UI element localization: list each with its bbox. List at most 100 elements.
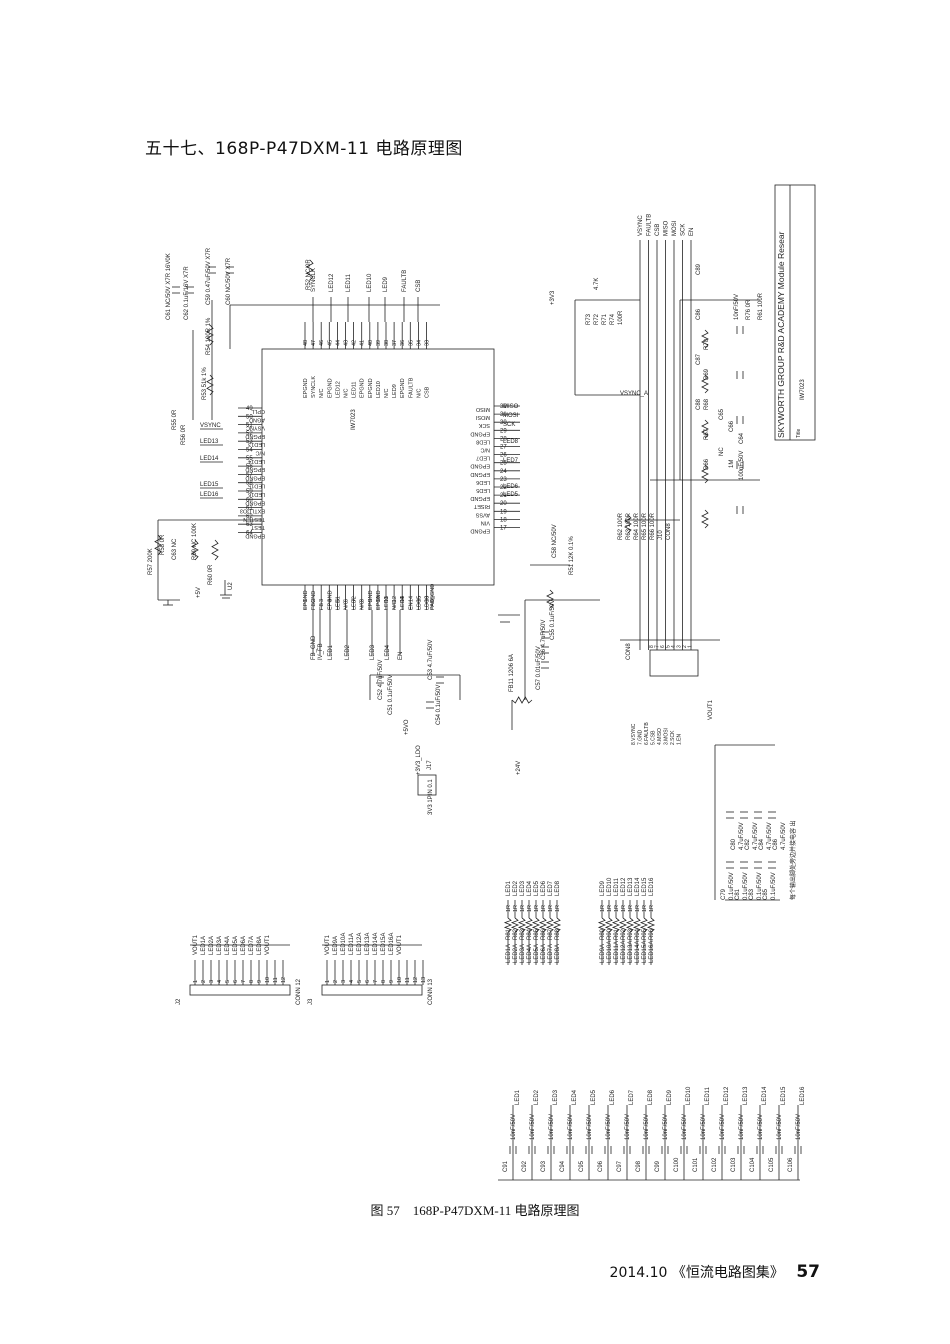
resistor-symbol <box>618 917 628 933</box>
capacitor-value: 4.7uF/50V <box>739 822 745 850</box>
part-label: C52 4.7uF/50V <box>378 660 384 700</box>
part-label: R74 <box>610 313 616 325</box>
resistor-value: 1R <box>548 905 554 912</box>
connector-pin: 9 <box>389 980 395 983</box>
ic-pin-name: N/C <box>481 447 491 453</box>
resistor-in-net: LED12A <box>621 941 627 963</box>
part-label: R71 <box>602 313 608 325</box>
net-label-top: LED12 <box>329 273 335 292</box>
part-label: C66 <box>729 420 735 432</box>
title-block-label: Title <box>796 429 802 438</box>
ic-pin-number: 62 <box>246 514 253 520</box>
connector-net: LED8A <box>257 936 263 955</box>
connector-net: LED14A <box>373 933 379 955</box>
ic-pin-number: 41 <box>360 340 366 346</box>
connector-pin: 6 <box>365 980 371 983</box>
ic-pin-number: 61 <box>246 506 253 512</box>
bus-label: SCK <box>681 224 687 236</box>
ic-pin-name: EPGND <box>303 590 309 610</box>
connector-j3 <box>321 984 423 996</box>
resistor-value: 1R <box>555 905 561 912</box>
capacitor-net: LED6 <box>610 1089 616 1105</box>
resistor-value: 1R <box>642 905 648 912</box>
resistor-value: 1R <box>649 905 655 912</box>
net-label-right: MISO <box>503 404 519 410</box>
ic-pin-number: 16 <box>425 596 431 602</box>
connector-pin: 8 <box>381 980 387 983</box>
resistor-in-net: LED11A <box>614 941 620 963</box>
part-label: R68 <box>704 398 710 410</box>
resistor-symbol <box>604 917 614 933</box>
capacitor-net: LED14 <box>762 1086 768 1105</box>
ic-pin-name: EPGND <box>245 433 265 439</box>
ic-pin-number: 40 <box>368 340 374 346</box>
resistor-symbol <box>531 917 541 933</box>
capacitor-ref: C103 <box>731 1157 737 1172</box>
capacitor-net: LED10 <box>686 1086 692 1105</box>
capacitor-ref: C96 <box>598 1160 604 1172</box>
part-label: +24V <box>516 761 522 775</box>
connector-pin: 1 <box>193 980 199 983</box>
ic-pin-number: 33 <box>425 340 431 346</box>
part-label: J17 <box>427 760 433 770</box>
part-label: C88 <box>696 398 702 410</box>
capacitor-ref: C102 <box>712 1157 718 1172</box>
part-label: R54 100R 1% <box>206 317 212 355</box>
capacitor-value: 0.1uF/50V <box>729 872 735 900</box>
net-label-top: LED10 <box>367 273 373 292</box>
capacitor-ref: C101 <box>693 1157 699 1172</box>
ic-pin-name: LDO3 <box>425 596 431 610</box>
capacitor-ref: C92 <box>522 1160 528 1172</box>
resistor-in-net: LED3A <box>520 944 526 963</box>
title-block <box>774 184 816 441</box>
resistor-ref: R94 <box>635 928 641 940</box>
ic-pin-number: 64 <box>246 531 253 537</box>
ic-pin-name: LED10 <box>376 381 382 398</box>
resistor-out-net: LED7 <box>548 880 554 896</box>
capacitor-ref: C98 <box>636 1160 642 1172</box>
ic-pin-name: MISO <box>475 406 490 412</box>
connector-note: 3.MOSI <box>664 728 670 745</box>
part-label: C58 NC/50V <box>552 524 558 558</box>
ic-pin-number: 38 <box>384 340 390 346</box>
connector-ref: J2 <box>176 998 182 1005</box>
ic-pin-name: EPGND <box>376 590 382 610</box>
resistor-in-net: LED9A <box>600 944 606 963</box>
ic-pin-number: 47 <box>311 340 317 346</box>
ic-pin-name: LED7 <box>476 455 490 461</box>
capacitor-value: 10nF/50V <box>777 1114 783 1140</box>
connector-pin: 3 <box>341 980 347 983</box>
connector-net: LED4A <box>225 936 231 955</box>
ic-pin-name: CSB <box>425 386 431 398</box>
resistor-symbol <box>206 374 214 396</box>
resistor-symbol <box>624 514 632 534</box>
part-label: R62 100R <box>618 512 624 540</box>
ic-pin-number: 32 <box>500 404 507 410</box>
resistor-value: 1R <box>520 905 526 912</box>
resistor-value: 1R <box>600 905 606 912</box>
resistor-symbol <box>524 917 534 933</box>
connector-net: LED9A <box>333 936 339 955</box>
capacitor-ref: C85 <box>763 888 769 900</box>
page-footer: 2014.10 《恒流电路图集》 57 <box>610 1262 820 1282</box>
ic-pin-number: 44 <box>335 340 341 346</box>
ic-pin-number: 51 <box>246 423 253 429</box>
part-label: +5VO <box>404 719 410 735</box>
ic-pin-name: EPGND <box>245 474 265 480</box>
net-label-left: LED16 <box>200 492 219 498</box>
ic-pin-number: 10 <box>376 596 382 602</box>
net-label-right: MOSI <box>503 413 519 419</box>
connector-type: CONN 12 <box>296 978 302 1005</box>
part-label: R66 100R <box>650 512 656 540</box>
ic-pin-name: EPGND <box>245 466 265 472</box>
connector-net: LED12A <box>357 933 363 955</box>
ic-pin-number: 57 <box>246 472 253 478</box>
connector-pin: 12 <box>413 977 419 983</box>
resistor-symbol <box>701 419 709 439</box>
ic-pin-number: 21 <box>500 493 507 499</box>
connector-net: VOUT1 <box>325 934 331 955</box>
resistor-ref: R84 <box>527 928 533 940</box>
resistor-symbol <box>510 917 520 933</box>
jumper-j17 <box>417 774 437 796</box>
connector-net: LED11A <box>349 933 355 955</box>
